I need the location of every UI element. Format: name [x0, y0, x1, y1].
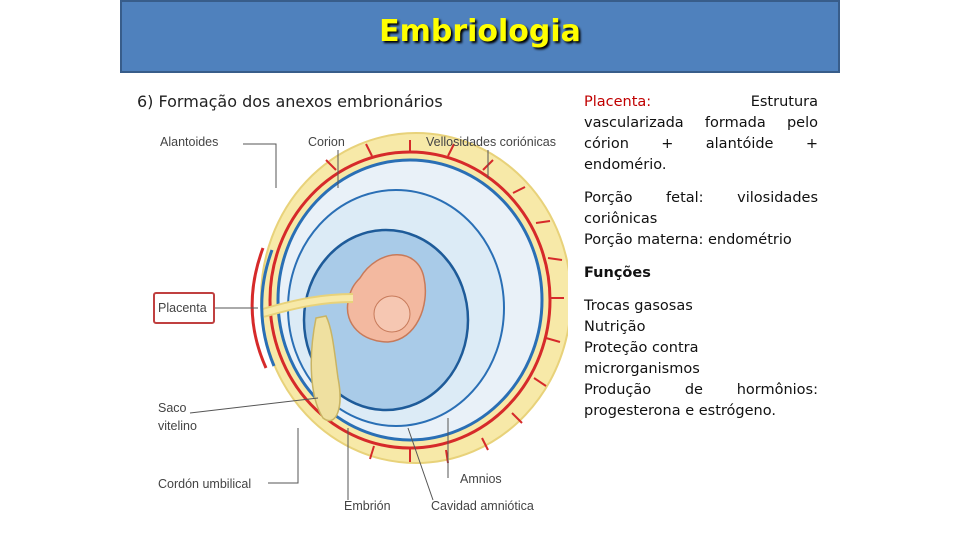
- funcao-item: Proteção contra microrganismos: [584, 340, 700, 377]
- info-panel: Placenta: Estrutura vascularizada formad…: [584, 92, 818, 422]
- label-placenta: Placenta: [158, 301, 207, 315]
- embryo-diagram: Alantoides Corion Vellosidades coriónica…: [148, 128, 572, 540]
- funcao-item: Produção de hormônios: progesterona e es…: [584, 382, 818, 419]
- funcao-item: Nutrição: [584, 319, 646, 335]
- label-saco-line1: Saco: [158, 401, 187, 415]
- funcoes-heading: Funções: [584, 265, 651, 281]
- slide-title: Embriologia: [379, 14, 581, 49]
- label-saco-line2: vitelino: [158, 419, 197, 433]
- label-cavidad: Cavidad amniótica: [431, 499, 534, 513]
- label-alantoides: Alantoides: [160, 135, 218, 149]
- funcao-item: Trocas gasosas: [584, 298, 693, 314]
- porcao-fetal: Porção fetal: vilosidades coriônicas: [584, 190, 818, 227]
- label-amnios: Amnios: [460, 472, 502, 486]
- title-banner: Embriologia: [120, 0, 840, 73]
- embryo-illustration: Alantoides Corion Vellosidades coriónica…: [153, 132, 572, 513]
- placenta-label: Placenta:: [584, 94, 652, 110]
- label-embrion: Embrión: [344, 499, 391, 513]
- slide-subtitle: 6) Formação dos anexos embrionários: [137, 92, 443, 111]
- placenta-description: Estrutura vascularizada formada pelo cór…: [584, 94, 818, 173]
- label-corion: Corion: [308, 135, 345, 149]
- label-vellosidades: Vellosidades coriónicas: [426, 135, 556, 149]
- porcao-materna: Porção materna: endométrio: [584, 232, 792, 248]
- label-cordon: Cordón umbilical: [158, 477, 251, 491]
- placenta-paragraph: Placenta: Estrutura vascularizada formad…: [584, 92, 818, 176]
